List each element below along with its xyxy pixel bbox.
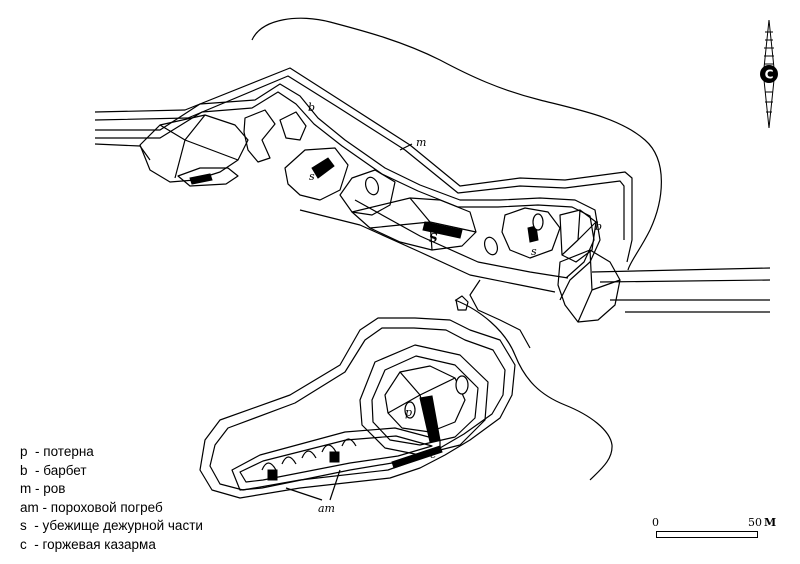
casemate-arch-4: [321, 444, 337, 453]
leader-am-1: [285, 487, 323, 501]
opening-oval-5: [404, 401, 416, 419]
redoubt-core: [384, 365, 466, 433]
scale-unit: M: [764, 516, 777, 529]
label-s-left: s: [309, 170, 315, 183]
label-b-top: b: [308, 101, 315, 114]
central-face-lines: [369, 197, 477, 251]
scale-bar-graphic: [656, 531, 758, 538]
legend-row-b: b - барбет: [20, 462, 87, 478]
casemate-arch-1: [261, 462, 277, 471]
legend-row-p: p - потерна: [20, 444, 94, 459]
redoubt-hex-inner: [371, 355, 479, 446]
redoubt-hex-outer: [359, 344, 489, 456]
shelter-left-fill: [311, 157, 335, 179]
legend-row-am: am - пороховой погреб: [20, 499, 163, 515]
gorge-ditch-left: [299, 209, 556, 293]
central-long-block: [351, 197, 477, 251]
label-m-top: m: [416, 136, 426, 149]
leader-m: [399, 143, 413, 151]
upper-rampart-inner: [95, 91, 595, 279]
shelter-left-block: [284, 147, 349, 201]
east-bastion-face: [577, 249, 621, 323]
label-b-right: b: [595, 220, 602, 233]
north-arrow: C: [760, 19, 778, 129]
gorge-barracks-fill: [391, 445, 443, 469]
legend: p - потерна b - барбет m - ров am - поро…: [20, 443, 203, 554]
opening-oval-4: [455, 375, 469, 395]
west-bastion-face: [159, 114, 239, 179]
powder-magazine-2: [329, 451, 340, 463]
west-bastion-casemate-fill: [189, 173, 213, 185]
casemate-arch-5: [341, 438, 357, 447]
label-s-mid: S: [429, 231, 438, 245]
gorge-ditch-right: [354, 199, 569, 279]
barbet-upper-2: [279, 111, 307, 141]
leader-am-2: [329, 469, 341, 501]
legend-row-m: m - ров: [20, 481, 66, 496]
label-c-lower: c: [430, 448, 436, 461]
lower-outer-contour-2: [209, 327, 506, 491]
lower-tower: [455, 295, 469, 311]
scale-start: 0: [652, 516, 659, 529]
barracks-inner: [239, 435, 433, 483]
right-shelter-block: [501, 207, 561, 259]
central-block: [339, 169, 396, 216]
casemate-arch-3: [301, 450, 317, 459]
legend-row-s: s - убежище дежурной части: [20, 518, 203, 533]
shelter-mid-fill: [422, 221, 463, 239]
east-bastion: [557, 249, 621, 323]
opening-oval-2: [483, 236, 499, 256]
potern-fill: [419, 395, 441, 443]
label-p-lower: p: [405, 406, 412, 419]
west-bastion: [139, 114, 249, 183]
north-letter: C: [765, 68, 774, 82]
opening-oval-1: [364, 176, 380, 196]
label-s-right: s: [531, 245, 537, 258]
west-casemate: [177, 167, 239, 187]
road-west: [94, 143, 151, 161]
lower-outer-contour: [199, 317, 516, 499]
upper-glacis-line: [94, 67, 633, 263]
upper-rampart-outer: [95, 83, 601, 301]
upper-glacis-line-inner: [94, 75, 625, 240]
scale-bar: 0 50 M: [652, 516, 782, 546]
scale-end: 50: [748, 516, 762, 529]
casemate-arch-2: [281, 456, 297, 465]
right-barbet-face: [561, 209, 597, 256]
label-am-lower: am: [318, 502, 335, 515]
barbet-upper: [243, 109, 276, 163]
legend-row-c: c - горжевая казарма: [20, 536, 156, 552]
terrain-contour-lower: [454, 299, 613, 481]
connector-path: [469, 279, 531, 349]
road-east-lower: [599, 279, 771, 283]
terrain-contour-upper: [251, 17, 662, 271]
road-east-upper: [591, 267, 771, 273]
powder-magazine-1: [267, 469, 278, 481]
opening-oval-3: [532, 213, 544, 231]
